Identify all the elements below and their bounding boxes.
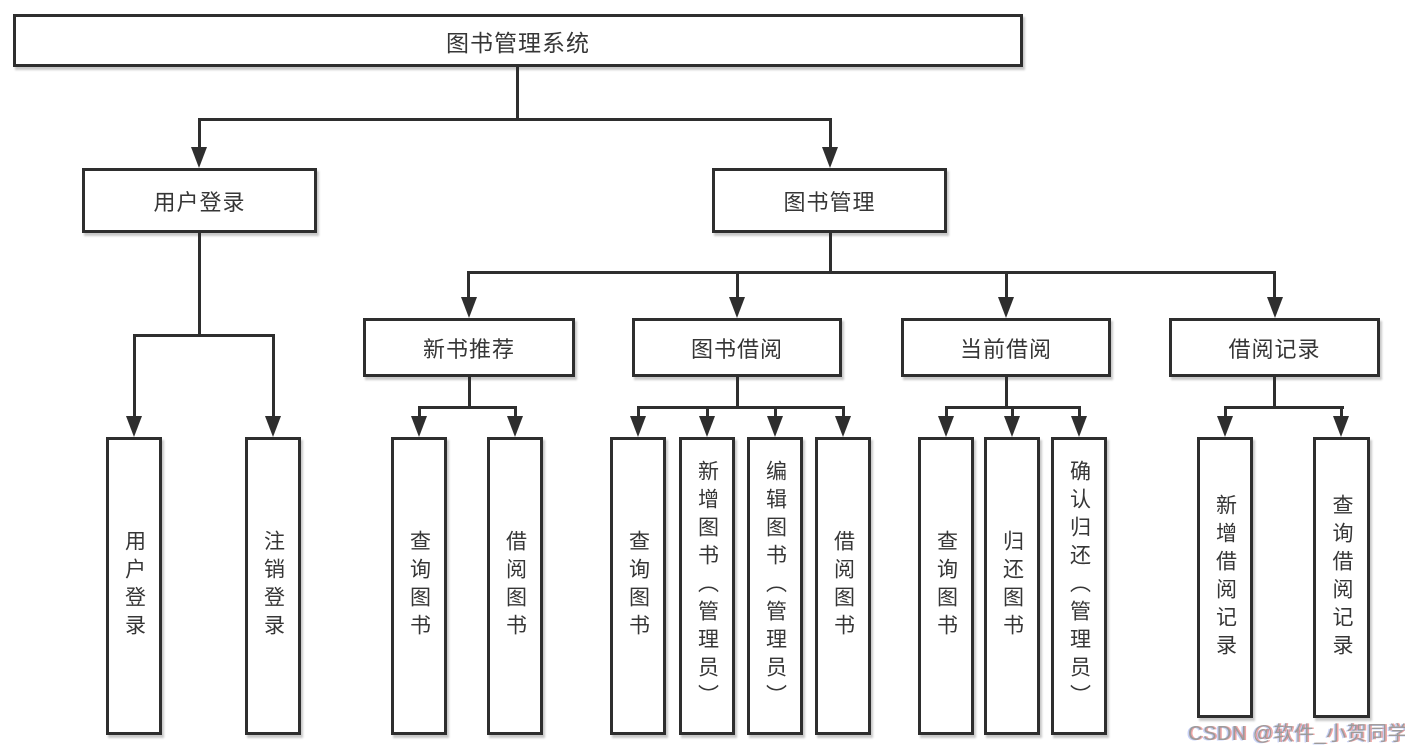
- leaf-bb-borrow-books-label: 借阅图书: [831, 530, 855, 642]
- connector-line: [944, 407, 948, 416]
- arrow-down-icon: [411, 416, 427, 437]
- connector-line: [1273, 272, 1276, 297]
- arrow-down-icon: [699, 416, 715, 437]
- leaf-cb-query-books-box: 查询图书: [918, 437, 974, 735]
- connector-line: [1340, 407, 1343, 416]
- connector-line: [467, 272, 470, 297]
- arrow-down-icon: [507, 416, 523, 437]
- arrow-down-icon: [265, 416, 281, 437]
- node-book-management-label: 图书管理: [783, 189, 876, 215]
- leaf-nbr-borrow-books-box: 借阅图书: [487, 437, 543, 735]
- leaf-user-login-label: 用户登录: [122, 530, 146, 642]
- node-user-login-label: 用户登录: [153, 189, 246, 215]
- arrow-down-icon: [1071, 416, 1087, 437]
- arrow-down-icon: [835, 416, 851, 437]
- connector-line: [197, 233, 201, 335]
- arrow-down-icon: [729, 297, 745, 318]
- connector-line: [1010, 407, 1014, 416]
- arrow-down-icon: [1004, 416, 1020, 437]
- connector-line: [515, 67, 519, 119]
- leaf-cb-return-books-box: 归还图书: [984, 437, 1040, 735]
- node-borrow-records-label: 借阅记录: [1228, 336, 1321, 362]
- node-borrow-records-box: 借阅记录: [1169, 318, 1380, 377]
- connector-line: [828, 119, 832, 147]
- connector-line: [467, 270, 1276, 274]
- connector-line: [636, 407, 640, 416]
- connector-line: [467, 377, 471, 407]
- leaf-br-add-record-box: 新增借阅记录: [1197, 437, 1253, 718]
- node-book-borrowing-box: 图书借阅: [632, 318, 842, 377]
- connector-line: [636, 405, 845, 409]
- leaf-br-add-record-label: 新增借阅记录: [1213, 493, 1237, 662]
- connector-line: [1004, 377, 1008, 407]
- connector-line: [417, 405, 517, 409]
- arrow-down-icon: [938, 416, 954, 437]
- connector-line: [417, 407, 421, 416]
- leaf-cb-confirm-return-label: 确认归还（管理员）: [1067, 460, 1091, 712]
- connector-line: [1004, 272, 1008, 297]
- leaf-logout-label: 注销登录: [261, 530, 285, 642]
- connector-line: [197, 119, 201, 147]
- connector-line: [132, 335, 136, 416]
- arrow-down-icon: [1266, 297, 1283, 318]
- connector-line: [1223, 405, 1344, 409]
- leaf-bb-edit-books-box: 编辑图书（管理员）: [747, 437, 803, 735]
- node-book-management-box: 图书管理: [712, 168, 947, 233]
- leaf-logout-box: 注销登录: [245, 437, 301, 735]
- leaf-cb-return-books-label: 归还图书: [1000, 530, 1024, 642]
- connector-line: [1273, 377, 1276, 407]
- leaf-cb-query-books-label: 查询图书: [934, 530, 958, 642]
- connector-line: [841, 407, 845, 416]
- leaf-bb-add-books-label: 新增图书（管理员）: [695, 460, 719, 712]
- node-user-login-box: 用户登录: [82, 168, 317, 233]
- node-new-book-recommend-box: 新书推荐: [363, 318, 575, 377]
- leaf-user-login-box: 用户登录: [106, 437, 162, 735]
- connector-line: [132, 333, 275, 337]
- arrow-down-icon: [1333, 416, 1349, 437]
- leaf-nbr-query-books-box: 查询图书: [391, 437, 447, 735]
- arrow-down-icon: [998, 297, 1014, 318]
- leaf-bb-query-books-box: 查询图书: [610, 437, 666, 735]
- leaf-br-query-record-label: 查询借阅记录: [1330, 493, 1353, 662]
- connector-line: [828, 233, 832, 272]
- node-book-borrowing-label: 图书借阅: [690, 336, 783, 362]
- connector-line: [735, 272, 739, 297]
- node-new-book-recommend-label: 新书推荐: [422, 336, 515, 362]
- node-current-borrowing-box: 当前借阅: [901, 318, 1111, 377]
- connector-line: [705, 407, 709, 416]
- connector-line: [1223, 407, 1227, 416]
- leaf-bb-edit-books-label: 编辑图书（管理员）: [763, 460, 787, 712]
- leaf-cb-confirm-return-box: 确认归还（管理员）: [1051, 437, 1107, 735]
- leaf-br-query-record-box: 查询借阅记录: [1313, 437, 1370, 718]
- arrow-down-icon: [460, 297, 477, 318]
- leaf-nbr-borrow-books-label: 借阅图书: [503, 530, 527, 642]
- arrow-down-icon: [767, 416, 783, 437]
- arrow-down-icon: [822, 147, 838, 168]
- arrow-down-icon: [191, 147, 207, 168]
- connector-line: [197, 117, 832, 121]
- leaf-bb-borrow-books-box: 借阅图书: [815, 437, 871, 735]
- node-root-label: 图书管理系统: [446, 29, 590, 56]
- arrow-down-icon: [1217, 416, 1233, 437]
- leaf-bb-query-books-label: 查询图书: [626, 530, 650, 642]
- watermark: CSDN @软件_小贺同学: [1188, 723, 1405, 745]
- leaf-bb-add-books-box: 新增图书（管理员）: [679, 437, 735, 735]
- connector-line: [735, 377, 739, 407]
- connector-line: [513, 407, 517, 416]
- connector-line: [271, 335, 275, 416]
- node-root-box: 图书管理系统: [13, 14, 1023, 67]
- node-current-borrowing-label: 当前借阅: [959, 336, 1052, 362]
- arrow-down-icon: [126, 416, 142, 437]
- connector-line: [773, 407, 777, 416]
- leaf-nbr-query-books-label: 查询图书: [407, 530, 431, 642]
- connector-line: [1077, 407, 1081, 416]
- arrow-down-icon: [630, 416, 646, 437]
